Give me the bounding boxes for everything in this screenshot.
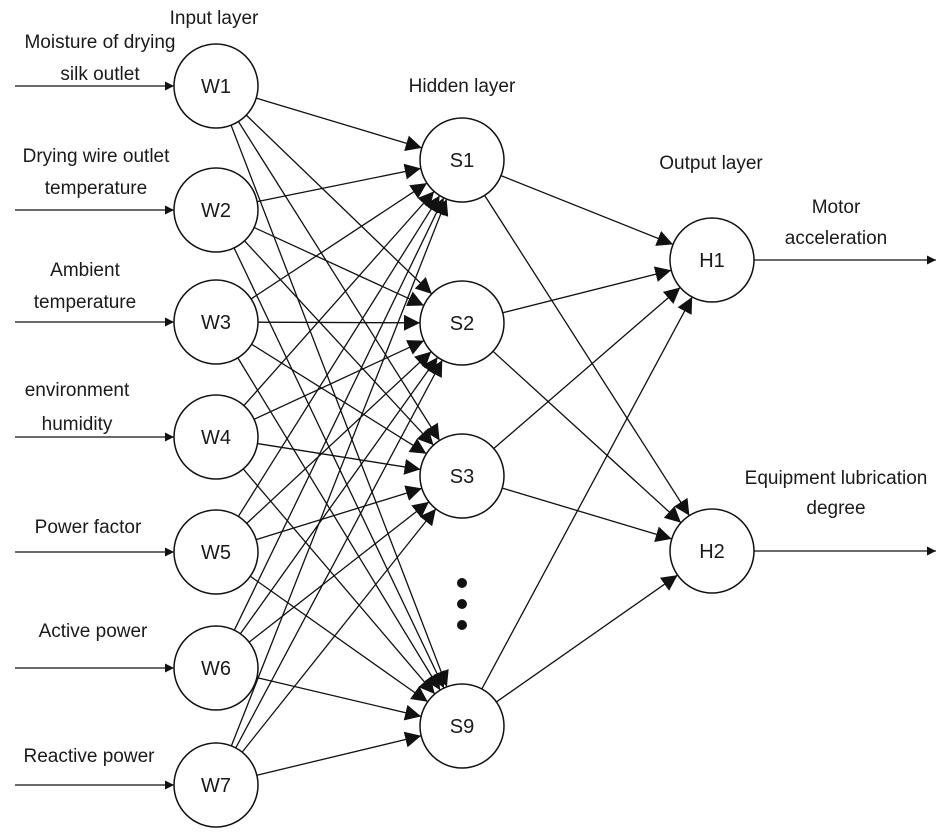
edge-w1-s2 — [245, 114, 433, 295]
edge-s2-h1 — [502, 266, 672, 314]
hidden-layer-title: Hidden layer — [409, 76, 516, 97]
input-label-w3-line-1: Ambient — [50, 260, 120, 281]
edge-w5-s9 — [249, 575, 429, 703]
input-node-w7-circle — [173, 742, 259, 828]
hidden-node-s3-circle — [419, 433, 505, 519]
edge-w2-s2 — [253, 226, 425, 307]
connection-lines — [15, 81, 936, 790]
input-node-w7-label: W7 — [201, 775, 231, 797]
edge-w5-s3 — [255, 485, 423, 541]
output-node-h1-circle — [669, 217, 755, 303]
edge-w3-s2 — [257, 314, 421, 331]
ellipsis-dot-1 — [457, 578, 467, 588]
edge-w3-s3 — [251, 343, 427, 455]
edge-w2-s1 — [257, 163, 421, 203]
edge-w6-s9 — [256, 677, 422, 721]
layer-labels: Input layer Hidden layer Output layer — [170, 8, 764, 174]
input-label-w3-line-2: temperature — [34, 292, 136, 313]
input-label-w1-line-1: Moisture of drying — [24, 32, 175, 53]
input-label-w4-line-2: humidity — [42, 414, 113, 435]
input-node-w4-label: W4 — [201, 427, 231, 449]
edge-s9-h1 — [481, 296, 693, 690]
input-node-w5-label: W5 — [201, 542, 231, 564]
hidden-node-s1-label: S1 — [450, 150, 474, 172]
input-label-w1-line-2: silk outlet — [60, 64, 140, 85]
input-label-w2-line-2: temperature — [45, 178, 147, 199]
edge-w4-s9 — [242, 468, 436, 695]
edge-w7-s9 — [256, 731, 422, 776]
hidden-node-s9-circle — [419, 683, 505, 769]
input-label-w6-line-1: Active power — [39, 621, 148, 642]
edge-w6-s1 — [233, 197, 445, 631]
edge-w4-s3 — [257, 442, 421, 475]
ellipsis-dot-2 — [457, 599, 467, 609]
hidden-node-s1-circle — [419, 117, 505, 203]
hidden-node-s3-label: S3 — [450, 466, 474, 488]
edge-w2-s3 — [244, 240, 434, 446]
output-node-h2-circle — [669, 508, 755, 594]
edge-w5-s2 — [246, 351, 432, 524]
input-node-w1-circle — [173, 43, 259, 129]
edge-s3-h1 — [493, 286, 681, 450]
output-layer-title: Output layer — [659, 153, 763, 174]
edge-w5-s1 — [237, 195, 441, 517]
output-label-h2-line-1: Equipment lubrication — [745, 468, 928, 489]
edge-w1-s9 — [230, 124, 449, 688]
output-node-h1-label: H1 — [699, 250, 725, 272]
input-node-w4-circle — [173, 394, 259, 480]
edge-w3-s1 — [250, 182, 428, 300]
edge-w7-s2 — [235, 359, 443, 749]
input-label-w5-line-1: Power factor — [35, 517, 142, 538]
edge-s3-h2 — [502, 487, 672, 542]
input-node-w1-label: W1 — [201, 76, 231, 98]
edge-s9-h2 — [496, 574, 678, 703]
output-label-h1-line-2: acceleration — [785, 228, 887, 249]
edge-s1-h2 — [484, 195, 690, 516]
input-node-w5-circle — [173, 509, 259, 595]
input-label-w4-line-1: environment — [25, 380, 130, 401]
input-node-w3-circle — [173, 279, 259, 365]
ellipsis-dot-3 — [457, 620, 467, 630]
hidden-node-s2-label: S2 — [450, 313, 474, 335]
edge-w7-s1 — [230, 198, 449, 747]
output-node-h2-label: H2 — [699, 541, 725, 563]
input-label-w2-line-1: Drying wire outlet — [23, 146, 170, 167]
hidden-node-s9-label: S9 — [450, 716, 474, 738]
input-label-w7-line-1: Reactive power — [24, 746, 156, 767]
input-layer-title: Input layer — [170, 8, 259, 29]
edge-s2-h2 — [492, 350, 682, 524]
edge-w7-s3 — [241, 508, 437, 753]
input-node-w6-label: W6 — [201, 658, 231, 680]
input-node-w2-circle — [173, 167, 259, 253]
hidden-node-s2-circle — [419, 280, 505, 366]
input-node-w3-label: W3 — [201, 312, 231, 334]
edge-w6-s2 — [239, 356, 439, 635]
edge-w6-s3 — [248, 501, 430, 643]
input-node-w6-circle — [173, 625, 259, 711]
edge-w4-s1 — [243, 190, 435, 407]
edge-w1-s1 — [256, 97, 422, 151]
edge-w1-s3 — [237, 121, 441, 441]
edge-w4-s2 — [253, 340, 425, 420]
output-label-h1-line-1: Motor — [812, 197, 861, 218]
edge-s1-h1 — [500, 174, 674, 246]
output-label-h2-line-2: degree — [806, 498, 865, 519]
edge-w2-s9 — [233, 247, 445, 689]
edge-w3-s9 — [237, 357, 441, 691]
input-node-w2-label: W2 — [201, 200, 231, 222]
